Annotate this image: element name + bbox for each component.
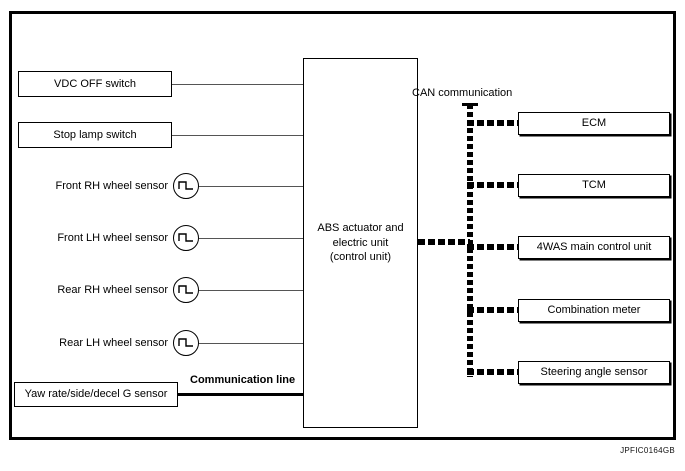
input-box-yaw-rate-side-decel-g-sensor[interactable]: Yaw rate/side/decel G sensor <box>14 382 178 407</box>
input-label-front-rh-wheel-sensor: Front RH wheel sensor <box>55 180 169 192</box>
input-box-stop-lamp-switch[interactable]: Stop lamp switch <box>18 122 172 148</box>
abs-actuator-line1: ABS actuator and <box>317 221 404 234</box>
wire-rear-rh-wheel-sensor <box>199 290 303 291</box>
abs-actuator-line2: electric unit <box>332 236 389 249</box>
can-communication-label: CAN communication <box>412 87 513 99</box>
input-box-vdc-off-switch[interactable]: VDC OFF switch <box>18 71 172 97</box>
can-branch-4was-main-control-unit <box>467 244 521 250</box>
module-box-combination-meter[interactable]: Combination meter <box>518 299 670 322</box>
wire-rear-lh-wheel-sensor <box>199 343 303 344</box>
wire-vdc-off-switch <box>172 84 303 85</box>
wheel-sensor-icon <box>173 173 199 199</box>
figure-id-label: JPFIC0164GB <box>620 446 675 455</box>
module-box-tcm[interactable]: TCM <box>518 174 670 197</box>
wire-stop-lamp-switch <box>172 135 303 136</box>
wire-front-rh-wheel-sensor <box>199 186 303 187</box>
module-label-combination-meter: Combination meter <box>547 304 641 317</box>
can-branch-ecm <box>467 120 521 126</box>
wheel-sensor-icon <box>173 225 199 251</box>
module-box-ecm[interactable]: ECM <box>518 112 670 135</box>
input-label-rear-rh-wheel-sensor: Rear RH wheel sensor <box>57 284 168 296</box>
communication-line-wire <box>178 393 303 396</box>
input-label-stop-lamp-switch: Stop lamp switch <box>53 128 137 141</box>
wheel-sensor-icon <box>173 277 199 303</box>
can-branch-tcm <box>467 182 521 188</box>
module-box-steering-angle-sensor[interactable]: Steering angle sensor <box>518 361 670 384</box>
module-label-4was-main-control-unit: 4WAS main control unit <box>536 241 652 254</box>
wheel-sensor-icon <box>173 330 199 356</box>
can-branch-combination-meter <box>467 307 521 313</box>
communication-line-label: Communication line <box>190 374 296 386</box>
module-label-ecm: ECM <box>581 117 607 130</box>
module-box-4was-main-control-unit[interactable]: 4WAS main control unit <box>518 236 670 259</box>
module-label-tcm: TCM <box>582 179 606 192</box>
module-label-steering-angle-sensor: Steering angle sensor <box>540 366 648 379</box>
input-label-rear-lh-wheel-sensor: Rear LH wheel sensor <box>59 337 168 349</box>
input-label-vdc-off-switch: VDC OFF switch <box>54 77 136 90</box>
wire-front-lh-wheel-sensor <box>199 238 303 239</box>
abs-actuator-line3: (control unit) <box>329 251 392 264</box>
can-bus-trunk <box>467 104 473 377</box>
can-bus-link-to-abs <box>418 239 470 245</box>
input-label-yaw-rate-side-decel-g-sensor: Yaw rate/side/decel G sensor <box>24 388 168 401</box>
abs-actuator-block: ABS actuator and electric unit (control … <box>303 58 418 428</box>
input-label-front-lh-wheel-sensor: Front LH wheel sensor <box>57 232 168 244</box>
can-branch-steering-angle-sensor <box>467 369 521 375</box>
